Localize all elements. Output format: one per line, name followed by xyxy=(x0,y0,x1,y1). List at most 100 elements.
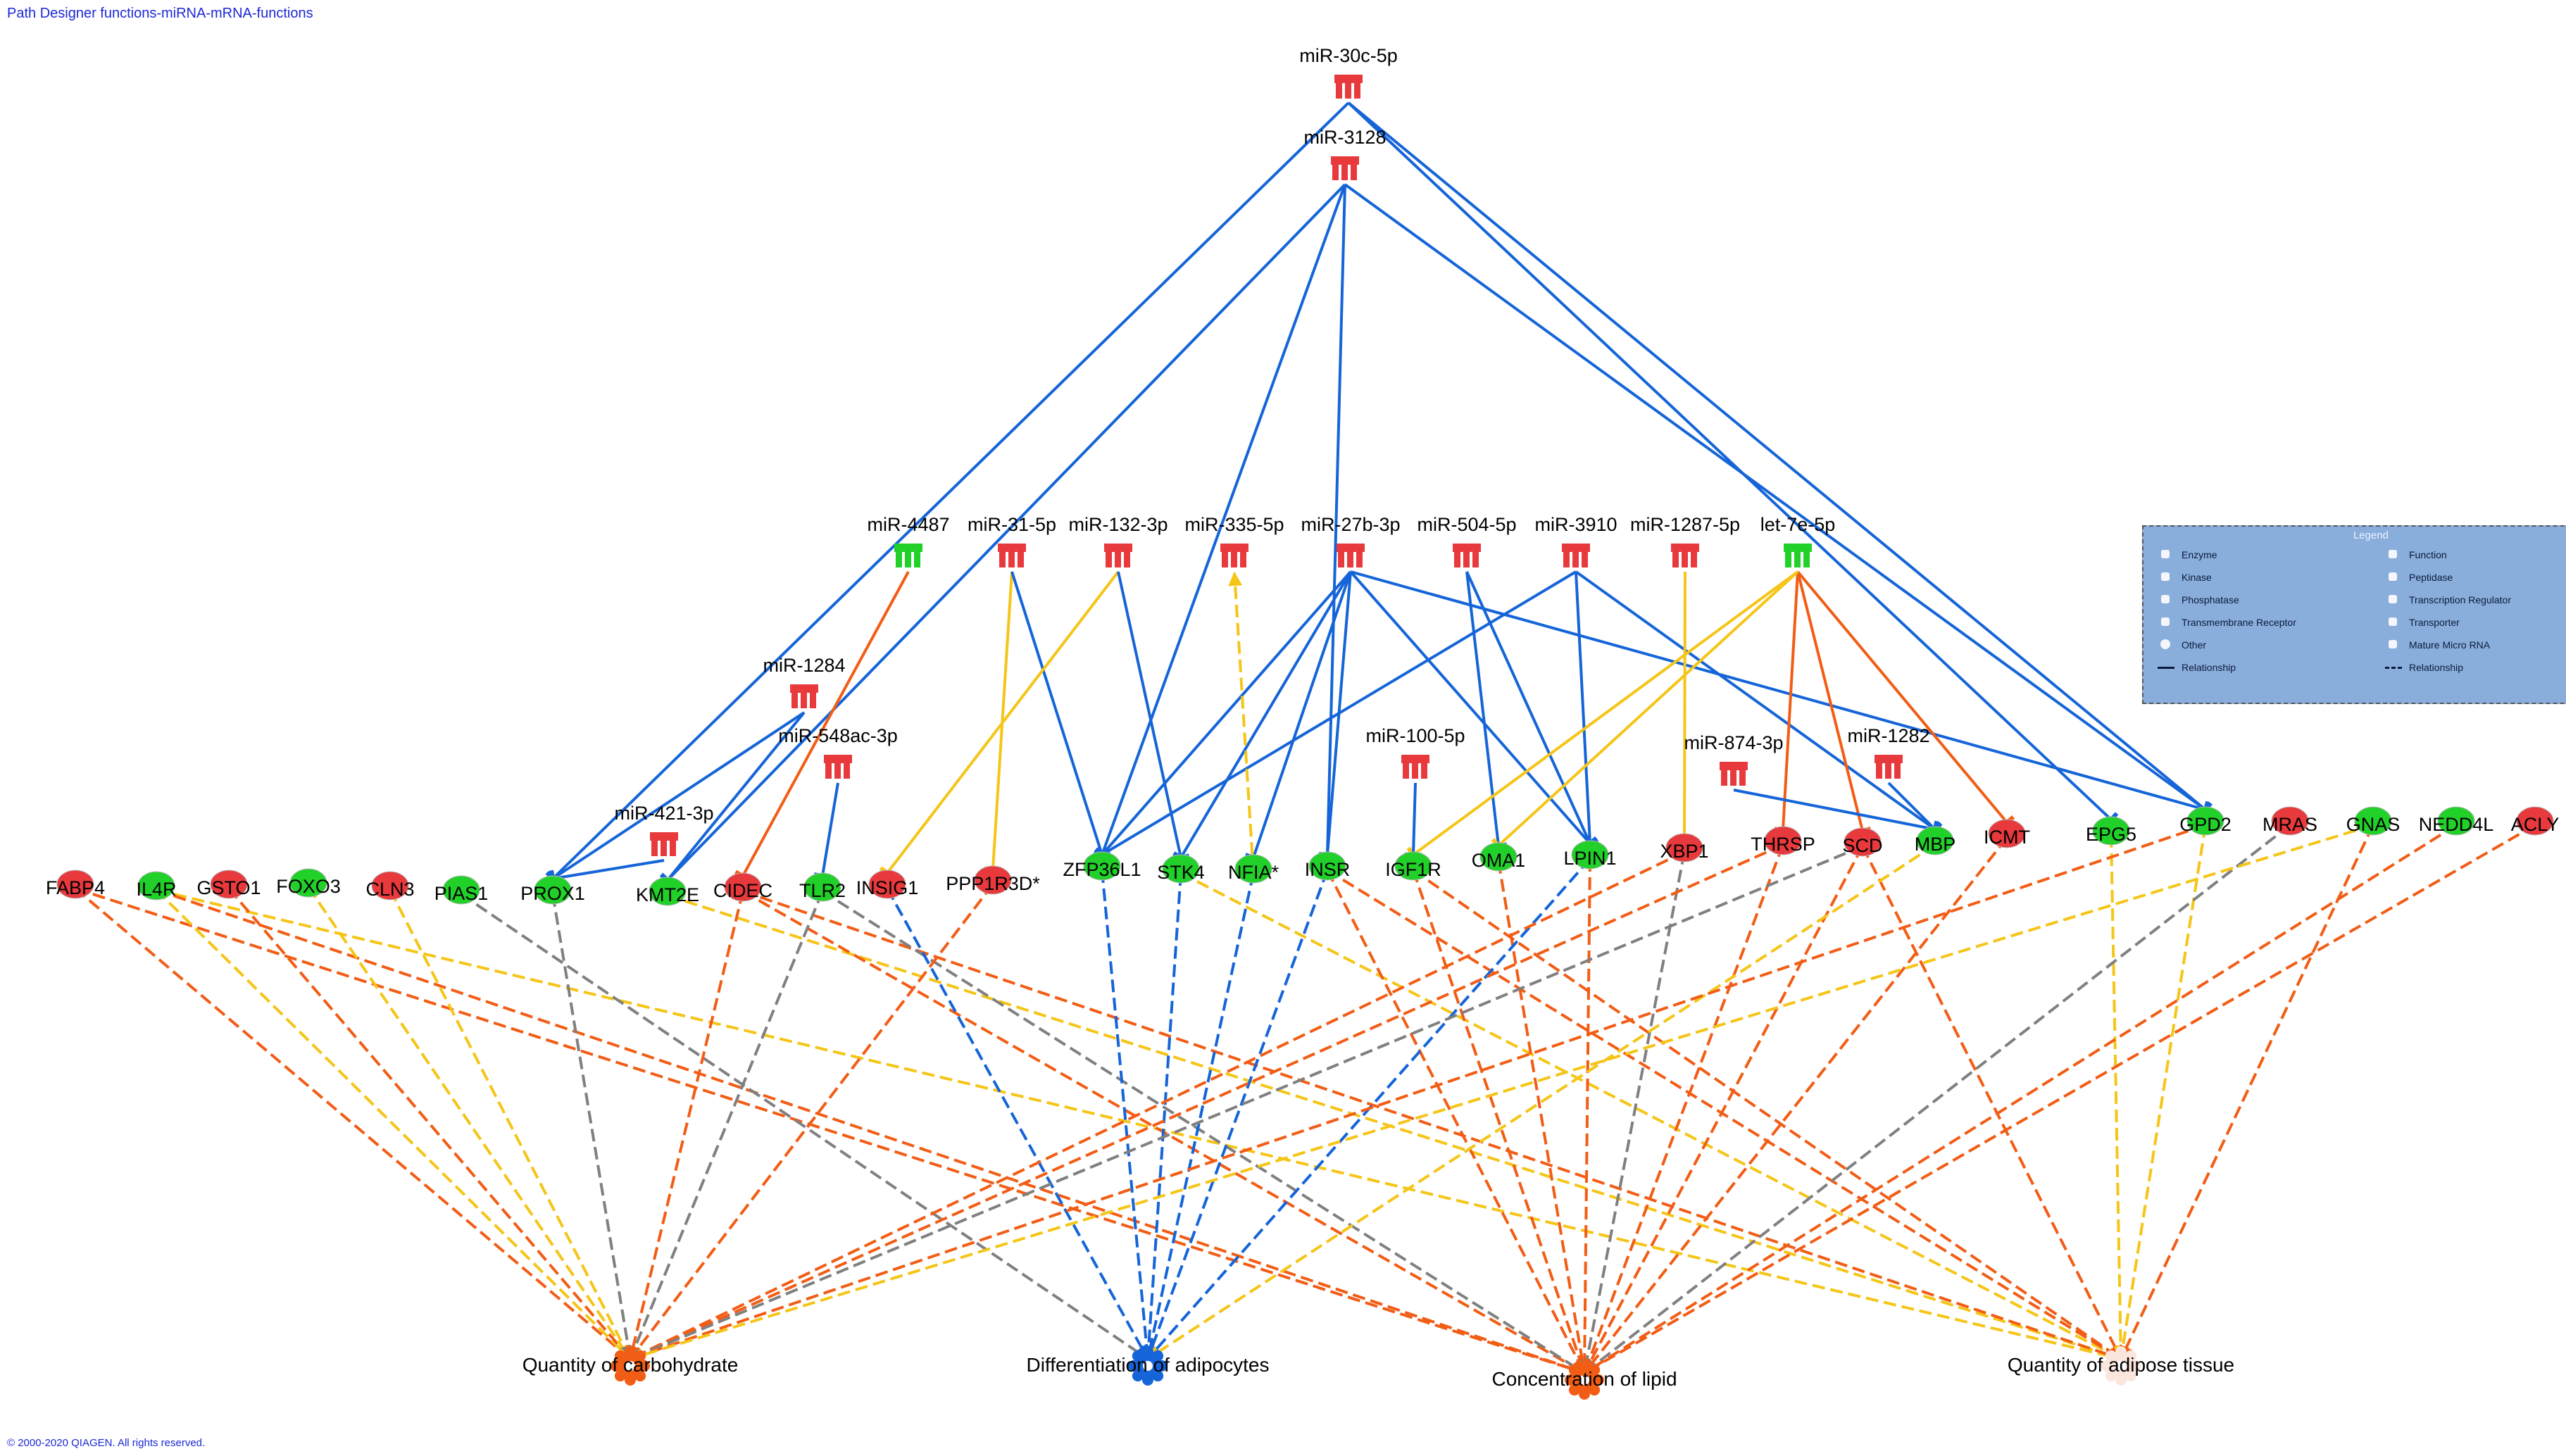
legend-label: Enzyme xyxy=(2182,549,2217,560)
mature-microrna-icon xyxy=(650,832,678,856)
mirna-label: miR-335-5p xyxy=(1184,514,1284,535)
legend-item: Relationship xyxy=(2385,660,2566,675)
gene-shape-icon xyxy=(1764,826,1802,855)
mirna-node[interactable]: miR-100-5p xyxy=(1365,725,1465,779)
gene-label: GNAS xyxy=(2346,814,2401,835)
page-title: Path Designer functions-miRNA-mRNA-funct… xyxy=(7,6,313,21)
gene-label: TLR2 xyxy=(799,880,846,901)
gene-node[interactable]: FABP4 xyxy=(46,870,105,899)
gene-node[interactable]: MRAS xyxy=(2263,806,2317,836)
gene-node[interactable]: GNAS xyxy=(2346,806,2401,836)
gene-node[interactable]: INSR xyxy=(1305,851,1351,881)
transporter-icon xyxy=(2385,615,2402,629)
edge-78 xyxy=(2115,824,2207,1360)
gene-node[interactable]: SCD xyxy=(1842,827,1883,857)
mature-microrna-icon xyxy=(790,684,818,708)
gene-node[interactable]: THRSP xyxy=(1751,826,1815,855)
gene-shape-icon xyxy=(1479,842,1517,872)
gene-label: SCD xyxy=(1842,835,1882,856)
mirna-node[interactable]: miR-132-3p xyxy=(1068,514,1168,567)
mirna-node[interactable]: miR-548ac-3p xyxy=(778,725,898,779)
gene-node[interactable]: GPD2 xyxy=(2179,806,2232,836)
gene-node[interactable]: PPP1R3D* xyxy=(946,865,1040,895)
gene-shape-icon xyxy=(2271,806,2309,836)
mirna-node[interactable]: miR-335-5p xyxy=(1184,514,1284,567)
edge-0 xyxy=(1347,101,2213,818)
edge-72 xyxy=(1583,846,1864,1374)
gene-node[interactable]: PROX1 xyxy=(520,875,585,905)
mirna-node[interactable]: let-7e-5p xyxy=(1760,514,1836,567)
edge-45 xyxy=(460,893,1149,1360)
gene-node[interactable]: NFIA* xyxy=(1228,854,1279,884)
mirna-node[interactable]: miR-3910 xyxy=(1534,514,1617,567)
mirna-node[interactable]: miR-1287-5p xyxy=(1630,514,1740,567)
gene-label: PPP1R3D* xyxy=(946,873,1040,894)
edge-33 xyxy=(1404,782,1422,858)
gene-node[interactable]: OMA1 xyxy=(1472,842,1526,872)
gene-label: THRSP xyxy=(1751,834,1815,855)
gene-node[interactable]: STK4 xyxy=(1157,854,1205,884)
edge-62 xyxy=(1412,870,1587,1374)
mirna-node[interactable]: miR-421-3p xyxy=(614,803,714,856)
gene-node[interactable]: ZFP36L1 xyxy=(1063,851,1141,881)
gene-node[interactable]: PIAS1 xyxy=(434,875,489,905)
mirna-node[interactable]: miR-31-5p xyxy=(968,514,1056,567)
mirna-label: let-7e-5p xyxy=(1760,514,1836,535)
gene-node[interactable]: FOXO3 xyxy=(276,868,341,898)
gene-node[interactable]: XBP1 xyxy=(1660,833,1709,862)
mature-microrna-icon xyxy=(1220,544,1248,567)
function-label: Differentiation of adipocytes xyxy=(1026,1354,1269,1376)
mature-microrna-icon xyxy=(1784,544,1812,567)
gene-node[interactable]: INSIG1 xyxy=(856,870,919,899)
mirna-node[interactable]: miR-4487 xyxy=(867,514,950,567)
function-node[interactable]: Quantity of adipose tissue xyxy=(2008,1346,2234,1386)
function-node[interactable]: Differentiation of adipocytes xyxy=(1026,1346,1270,1386)
legend-label: Function xyxy=(2409,549,2447,560)
gene-shape-icon xyxy=(974,865,1012,895)
gene-node[interactable]: NEDD4L xyxy=(2419,806,2494,836)
legend-label: Other xyxy=(2182,639,2207,651)
transcription-regulator-icon xyxy=(2385,593,2402,607)
gene-node[interactable]: CLN3 xyxy=(365,871,415,900)
mature-microrna-icon xyxy=(1337,544,1365,567)
gene-node[interactable]: ICMT xyxy=(1984,819,2030,848)
mirna-node[interactable]: miR-27b-3p xyxy=(1301,514,1401,567)
edge-7 xyxy=(734,571,910,882)
function-node[interactable]: Concentration of lipid xyxy=(1491,1360,1677,1400)
mirna-label: miR-421-3p xyxy=(614,803,713,824)
edge-50 xyxy=(742,890,2122,1362)
gene-node[interactable]: EPG5 xyxy=(2086,816,2136,846)
mirna-node[interactable]: miR-874-3p xyxy=(1684,732,1784,786)
gene-node[interactable]: GSTO1 xyxy=(196,870,261,899)
edge-51 xyxy=(628,891,824,1360)
gene-node[interactable]: KMT2E xyxy=(636,877,699,906)
gene-node[interactable]: IL4R xyxy=(136,871,177,900)
gene-shape-icon xyxy=(724,872,762,902)
edge-34 xyxy=(1733,789,1939,839)
legend-item: Kinase xyxy=(2158,570,2357,585)
gene-node[interactable]: ACLY xyxy=(2511,806,2560,836)
mirna-node[interactable]: miR-30c-5p xyxy=(1299,45,1398,99)
gene-node[interactable]: TLR2 xyxy=(799,872,846,902)
function-icon xyxy=(2385,548,2402,562)
gene-node[interactable]: CIDEC xyxy=(713,872,772,902)
function-icon xyxy=(1128,1346,1168,1386)
mirna-node[interactable]: miR-3128 xyxy=(1303,127,1387,180)
mirna-node[interactable]: miR-1282 xyxy=(1847,725,1930,779)
edge-14 xyxy=(1244,571,1352,862)
function-node[interactable]: Quantity of carbohydrate xyxy=(522,1346,739,1386)
legend-item: Relationship xyxy=(2158,660,2357,675)
edge-25 xyxy=(1796,571,1872,835)
mirna-label: miR-27b-3p xyxy=(1301,514,1400,535)
legend-item: Transmembrane Receptor xyxy=(2158,615,2357,630)
mature-microrna-icon xyxy=(1875,755,1903,779)
edge-28 xyxy=(1491,570,1799,853)
gene-label: MBP xyxy=(1915,834,1956,855)
gene-node[interactable]: IGF1R xyxy=(1385,851,1441,881)
gene-shape-icon xyxy=(2092,816,2130,846)
mirna-node[interactable]: miR-504-5p xyxy=(1417,514,1517,567)
mirna-node[interactable]: miR-1284 xyxy=(763,655,846,708)
gene-node[interactable]: MBP xyxy=(1915,826,1956,855)
edge-19 xyxy=(1465,571,1599,849)
gene-node[interactable]: LPIN1 xyxy=(1563,840,1617,870)
